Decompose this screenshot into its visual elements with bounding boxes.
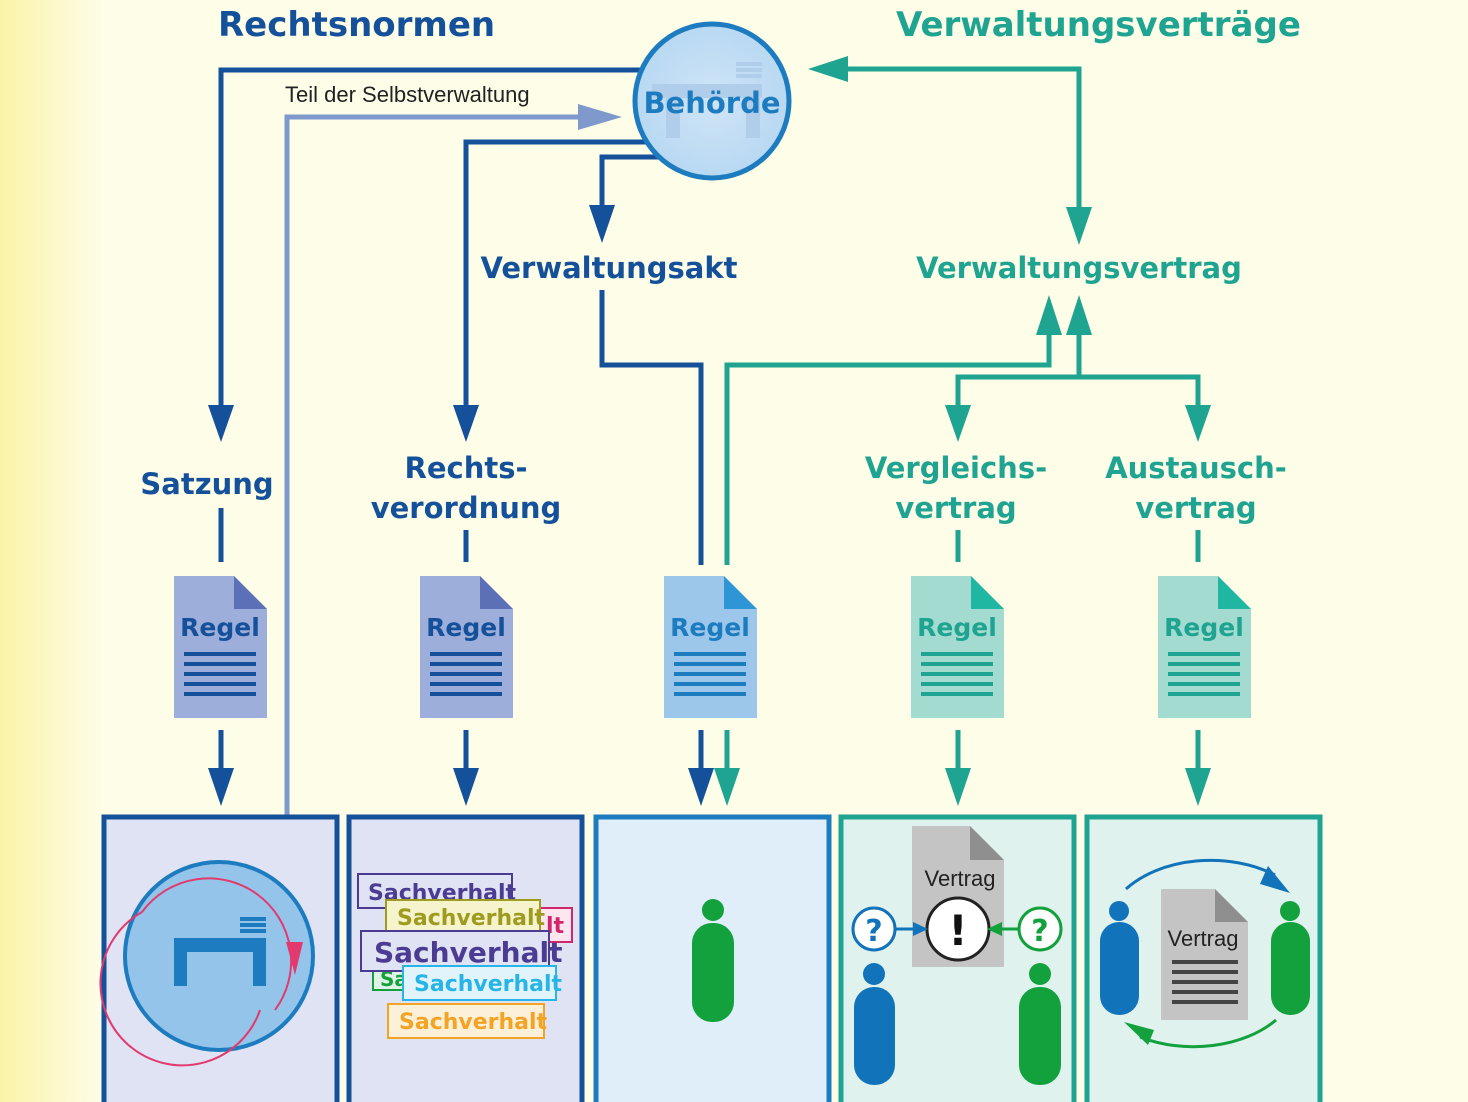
arrowhead-box5 <box>1185 768 1211 806</box>
regel-doc-vergleichsvertrag: Regel <box>911 576 1004 718</box>
sachverhalt-3: Sachverhalt <box>374 936 562 969</box>
arrowhead-box3-blue <box>688 768 714 806</box>
vergleichsvertrag-label-2: vertrag <box>895 491 1016 525</box>
austauschvertrag-label-1: Austausch- <box>1105 451 1287 485</box>
person-icon-green <box>692 899 734 1022</box>
regel-doc-satzung: Regel <box>174 576 267 718</box>
austauschvertrag-label-2: vertrag <box>1135 491 1256 525</box>
exchange-arc-top <box>1124 858 1276 891</box>
regel-label-4: Regel <box>917 613 997 642</box>
sachverhalt-2: Sachverhalt <box>397 906 546 931</box>
verwaltungsakt-label: Verwaltungsakt <box>480 251 737 285</box>
behoerde-node: Behörde <box>632 21 792 181</box>
question-mark-left: ? <box>865 914 882 949</box>
exchange-arrow-top-icon <box>1260 866 1290 893</box>
header-verwaltungsvertraege: Verwaltungsverträge <box>896 5 1301 45</box>
arrowhead-box2 <box>453 768 479 806</box>
arrowhead-austauschvertrag <box>1185 405 1211 442</box>
box-rechtsverordnung: Sachverhalt lt Sachverhalt Sa Sachverhal… <box>346 814 585 1102</box>
person-icon-green <box>1019 963 1061 1085</box>
arrow-behoerde-verwaltungsvertrag <box>845 66 1082 212</box>
selbstverwaltung-label: Teil der Selbstverwaltung <box>285 82 530 107</box>
rechtsverordnung-label-2: verordnung <box>371 491 562 525</box>
vergleichsvertrag-label-1: Vergleichs- <box>865 451 1047 485</box>
verwaltungsvertrag-label: Verwaltungsvertrag <box>916 251 1242 285</box>
arrowhead-box1 <box>208 768 234 806</box>
cycle-arc-icon <box>141 877 293 1011</box>
person-icon-blue <box>1100 901 1139 1015</box>
arrowhead-up-2 <box>1066 295 1092 335</box>
vertrag-label-2: Vertrag <box>1168 926 1239 951</box>
cycle-arrow-icon <box>286 942 303 975</box>
sachverhalt-5: Sachverhalt <box>399 1010 548 1035</box>
exclamation-mark: ! <box>948 906 967 955</box>
regel-doc-rechtsverordnung: Regel <box>420 576 513 718</box>
satzung-label: Satzung <box>140 467 273 501</box>
behoerde-label: Behörde <box>643 86 780 120</box>
arrowhead-box3-teal <box>714 768 740 806</box>
connectors <box>208 56 1211 817</box>
regel-doc-verwaltungsakt: Regel <box>664 576 757 718</box>
vertrag-label-1: Vertrag <box>925 866 996 891</box>
arrowhead-verwaltungsakt <box>589 205 615 243</box>
box-satzung <box>99 814 340 1102</box>
arrowhead-box4 <box>945 768 971 806</box>
regel-label-2: Regel <box>426 613 506 642</box>
question-mark-right: ? <box>1031 914 1048 949</box>
box-vergleichsvertrag: Vertrag ! ? ? <box>838 814 1077 1102</box>
desk-cycle-icon <box>174 917 266 986</box>
regel-label-1: Regel <box>180 613 260 642</box>
exchange-arc-bottom <box>1139 1018 1277 1049</box>
arrowhead-satzung <box>208 405 234 442</box>
header-rechtsnormen: Rechtsnormen <box>218 5 495 45</box>
sachverhalt-fragment: lt <box>546 914 565 939</box>
arrowhead-behoerde-teal <box>808 56 848 82</box>
box-verwaltungsakt <box>593 814 832 1102</box>
regel-label-5: Regel <box>1164 613 1244 642</box>
arrow-behoerde-verwaltungsakt <box>599 154 668 210</box>
arrowhead-verwaltungsvertrag <box>1066 207 1092 245</box>
box-austauschvertrag: Vertrag <box>1084 814 1323 1102</box>
exchange-arrow-bottom-icon <box>1124 1022 1154 1045</box>
line-split-branches <box>955 374 1201 410</box>
desk-icon <box>652 62 762 138</box>
line-verwaltungsakt-regel <box>599 290 704 565</box>
regel-doc-austauschvertrag: Regel <box>1158 576 1251 718</box>
arrowhead-vergleichsvertrag <box>945 405 971 442</box>
arrow-selbstverwaltung <box>284 114 585 817</box>
line-regel-verwaltungsvertrag <box>724 330 1052 565</box>
arrowhead-selbstverwaltung <box>578 104 622 130</box>
arrow-right-icon <box>913 922 928 936</box>
arrow-behoerde-satzung <box>218 67 640 410</box>
behoerde-cycle-circle <box>123 860 315 1052</box>
sachverhalt-4: Sachverhalt <box>414 972 563 997</box>
arrowhead-up-1 <box>1036 295 1062 335</box>
arrowhead-rechtsverordnung <box>453 405 479 442</box>
person-icon-blue <box>854 963 895 1085</box>
person-icon-green <box>1271 901 1310 1015</box>
arrow-left-icon <box>987 922 1002 936</box>
regel-label-3: Regel <box>670 613 750 642</box>
rechtsverordnung-label-1: Rechts- <box>405 451 528 485</box>
arrow-behoerde-rechtsverordnung <box>463 139 652 410</box>
